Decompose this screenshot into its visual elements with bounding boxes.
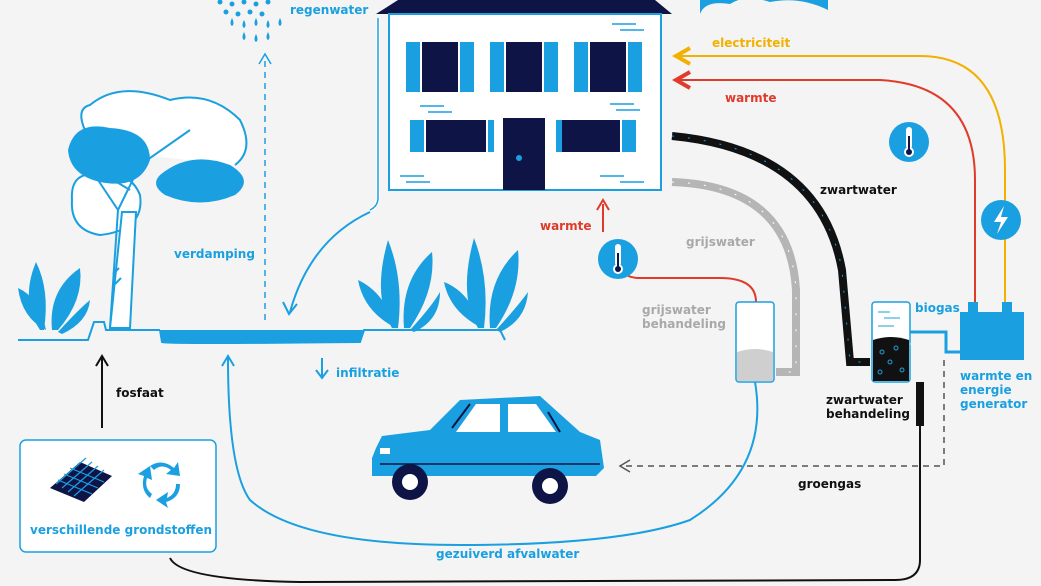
label-electricity: electriciteit <box>712 36 791 50</box>
label-rainwater: regenwater <box>290 3 369 17</box>
label-generator-2: energie <box>960 383 1012 397</box>
material-mesh-icon <box>50 457 112 502</box>
generator-battery <box>960 302 1024 360</box>
raindrop-icon <box>217 0 282 42</box>
label-greywater-treatment-1: grijswater <box>642 303 711 317</box>
evaporation-arrow <box>258 52 272 320</box>
rainwater-flow <box>289 211 371 313</box>
label-heat-mid: warmte <box>540 219 592 233</box>
thermometer-icon <box>889 122 929 162</box>
electricity-line <box>676 56 1006 302</box>
ground <box>18 321 506 344</box>
thermometer-icon <box>598 239 638 279</box>
lightning-icon <box>981 200 1021 240</box>
recycle-icon <box>138 462 180 508</box>
phosphate-arrow <box>95 354 109 428</box>
car <box>372 396 604 504</box>
house <box>369 0 672 212</box>
purified-water-loop <box>221 354 759 547</box>
label-infiltration: infiltratie <box>336 366 400 380</box>
label-generator-1: warmte en <box>960 369 1033 383</box>
greywater-pipe <box>671 178 800 376</box>
plant <box>18 262 90 334</box>
label-phosphate: fosfaat <box>116 386 164 400</box>
phosphate-return-line <box>169 426 921 584</box>
tree <box>68 90 248 329</box>
label-greywater-treatment-2: behandeling <box>642 317 726 331</box>
label-purified-wastewater: gezuiverd afvalwater <box>436 547 580 561</box>
plant <box>444 238 528 332</box>
label-raw-materials: verschillende grondstoffen <box>30 523 213 537</box>
plant <box>358 240 440 332</box>
label-heat-top: warmte <box>725 91 777 105</box>
label-biogas: biogas <box>915 301 960 315</box>
greywater-tank <box>735 301 775 383</box>
label-generator-3: generator <box>960 397 1028 411</box>
label-blackwater: zwartwater <box>820 183 897 197</box>
blackwater-pipe <box>671 132 870 366</box>
label-blackwater-treatment-2: behandeling <box>826 407 910 421</box>
label-greengas: groengas <box>798 477 862 491</box>
heat-line-top <box>676 80 976 302</box>
greengas-arrow <box>618 360 945 473</box>
blackwater-tank <box>871 301 962 462</box>
label-evaporation: verdamping <box>174 247 255 261</box>
label-greywater: grijswater <box>686 235 755 249</box>
raw-materials-box <box>19 439 217 553</box>
label-blackwater-treatment-1: zwartwater <box>826 393 903 407</box>
infiltration-arrow <box>315 358 329 380</box>
cloud-icon <box>700 0 828 14</box>
